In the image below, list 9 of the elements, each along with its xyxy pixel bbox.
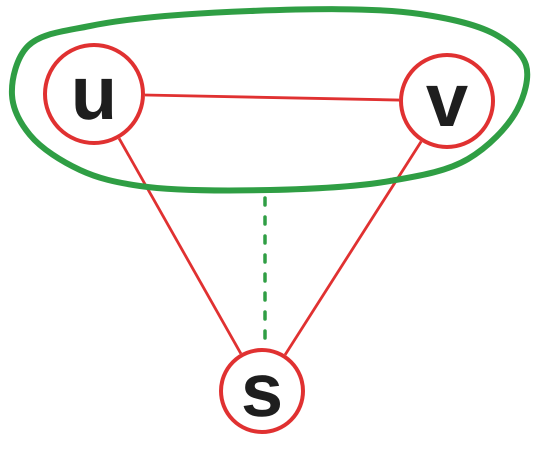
vertex-label: v xyxy=(426,68,468,134)
vertex-label: s xyxy=(240,358,284,424)
vertex-label: u xyxy=(70,62,118,126)
edge-line xyxy=(144,94,400,102)
vertex-circle xyxy=(219,348,305,434)
vertex-circle xyxy=(43,43,145,145)
vertex-circle xyxy=(399,53,495,149)
edge-line xyxy=(118,138,242,354)
edge-line xyxy=(284,140,422,356)
